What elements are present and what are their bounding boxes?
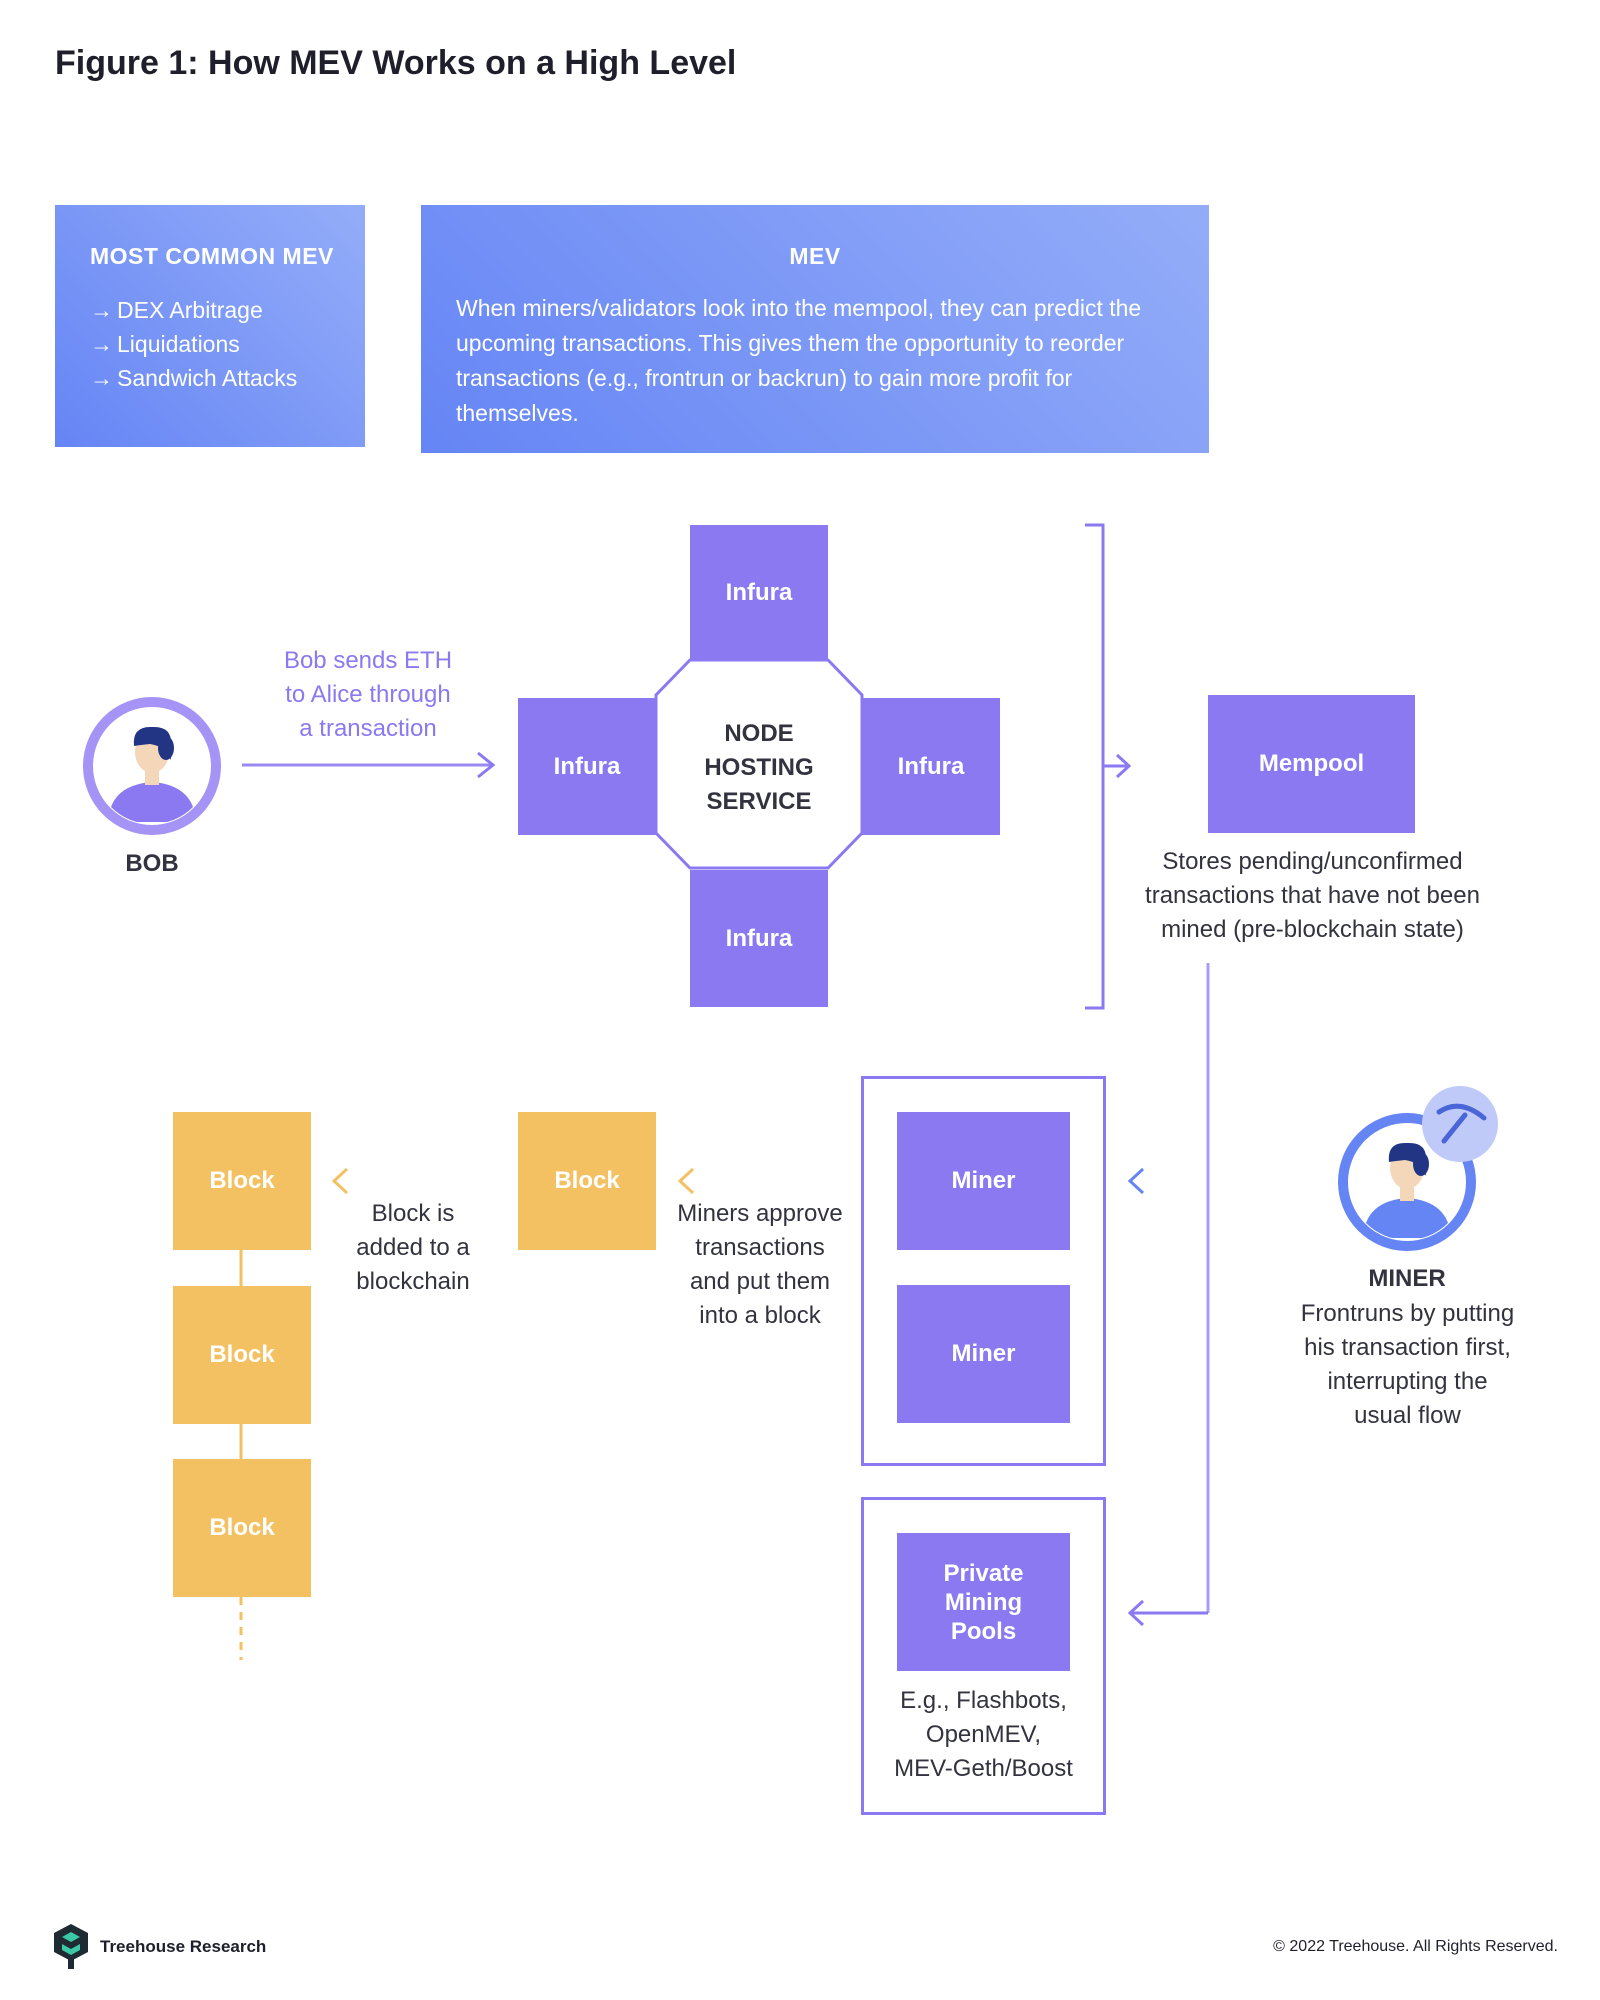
pickaxe-icon <box>1422 1086 1498 1162</box>
mempool-to-pools-line <box>1127 963 1210 1627</box>
most-common-mev-list: →DEX Arbitrage →Liquidations →Sandwich A… <box>90 293 297 395</box>
node-hosting-service-label: NODE HOSTING SERVICE <box>704 720 814 815</box>
chain-block: Block <box>173 1286 311 1424</box>
mev-description: When miners/validators look into the mem… <box>456 295 1142 426</box>
infura-node-top: Infura <box>690 525 828 661</box>
mev-definition-box: MEV When miners/validators look into the… <box>421 205 1209 453</box>
private-pools-group-box <box>861 1497 1106 1815</box>
figure-title: Figure 1: How MEV Works on a High Level <box>55 44 737 82</box>
bob-label: BOB <box>125 850 179 877</box>
mempool-box: Mempool <box>1208 695 1415 833</box>
arrow-right-icon: → <box>90 365 113 391</box>
arrow-right-icon: → <box>90 331 113 357</box>
miners-to-block-arrow <box>677 1167 843 1195</box>
mev-list-item: →DEX Arbitrage <box>90 297 263 323</box>
mev-list-item: →Sandwich Attacks <box>90 365 298 391</box>
pending-block-box: Block <box>518 1112 656 1250</box>
pending-block-caption: Miners approve transactions and put them… <box>677 1200 843 1329</box>
infura-node-right: Infura <box>862 698 1000 835</box>
treehouse-logo-icon <box>54 1924 88 1969</box>
node-hosting-octagon <box>654 658 864 870</box>
chain-block: Block <box>173 1112 311 1250</box>
blockchain-caption: Block is added to a blockchain <box>356 1200 470 1295</box>
block-to-chain-arrow <box>331 1167 497 1195</box>
footer-copyright: © 2022 Treehouse. All Rights Reserved. <box>1273 1938 1558 1955</box>
person-avatar-icon <box>83 697 221 835</box>
bob-to-node-arrow <box>242 751 496 779</box>
most-common-mev-heading: MOST COMMON MEV <box>90 243 334 269</box>
private-pools-examples: E.g., Flashbots, OpenMEV, MEV-Geth/Boost <box>894 1687 1073 1782</box>
mev-heading: MEV <box>789 243 841 269</box>
miner-box: Miner <box>897 1112 1070 1250</box>
infura-node-left: Infura <box>518 698 656 835</box>
most-common-mev-box: MOST COMMON MEV →DEX Arbitrage →Liquidat… <box>55 205 365 447</box>
mev-list-item: →Liquidations <box>90 331 240 357</box>
footer-brand: Treehouse Research <box>100 1937 267 1956</box>
private-mining-pools-box: Private Mining Pools <box>897 1533 1070 1671</box>
arrow-right-icon: → <box>90 297 113 323</box>
mempool-description: Stores pending/unconfirmed transactions … <box>1145 848 1480 943</box>
miner-actor-description: Frontruns by putting his transaction fir… <box>1300 1300 1515 1429</box>
node-bracket <box>1085 523 1132 1010</box>
miners-group-box <box>861 1076 1106 1466</box>
miner-box: Miner <box>897 1285 1070 1423</box>
miner-to-miners-arrow <box>1127 1167 1318 1195</box>
miner-actor-label: MINER <box>1368 1265 1446 1292</box>
chain-block: Block <box>173 1459 311 1597</box>
bob-action-caption: Bob sends ETH to Alice through a transac… <box>283 647 453 742</box>
infura-node-bottom: Infura <box>690 870 828 1007</box>
